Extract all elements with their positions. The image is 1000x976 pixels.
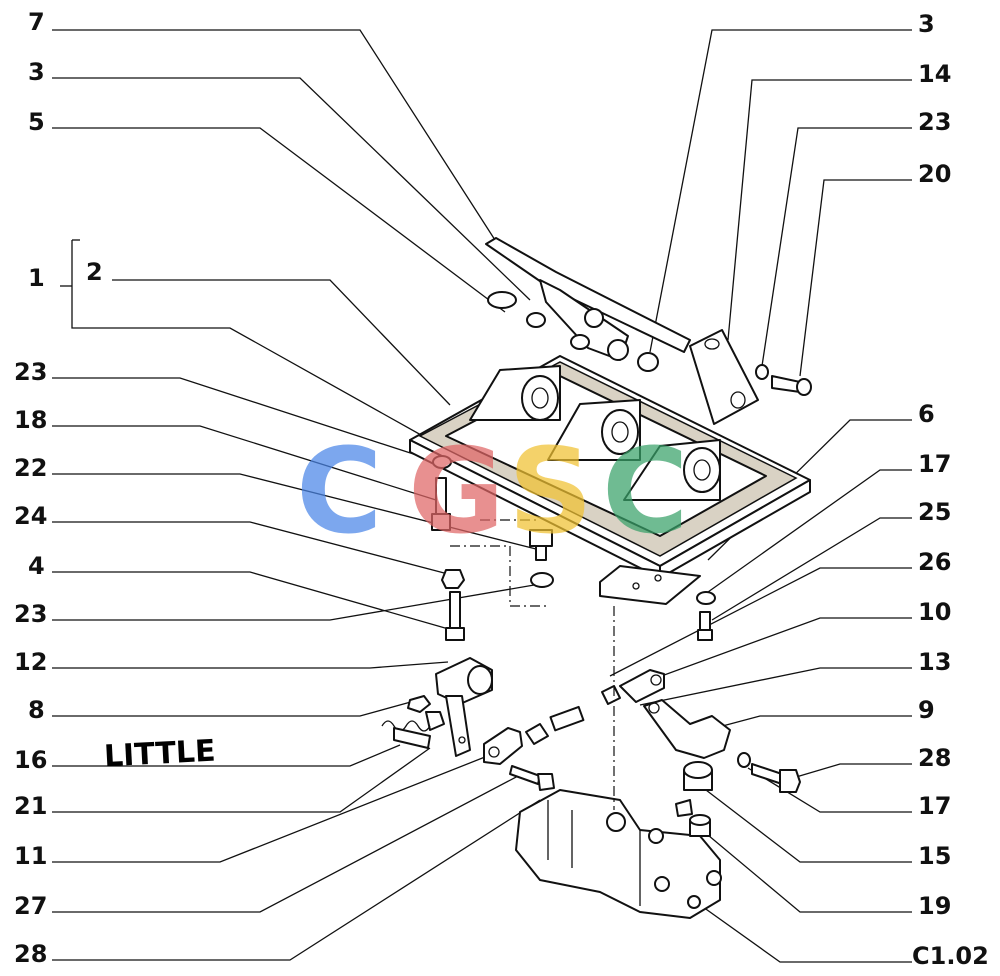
label-left-2: 3 <box>28 58 45 86</box>
label-right-6: 17 <box>918 450 951 478</box>
label-left-14: 16 <box>14 746 47 774</box>
master-cylinder <box>515 789 722 919</box>
watermark-letter-2: G <box>408 422 505 560</box>
label-left-6: 23 <box>14 358 47 386</box>
pedal-base-housing <box>409 355 811 605</box>
label-right-13: 17 <box>918 792 951 820</box>
label-left-1: 7 <box>28 8 45 36</box>
label-right-15: 19 <box>918 892 951 920</box>
label-right-11: 9 <box>918 696 935 724</box>
label-left-15: 21 <box>14 792 47 820</box>
right-fasteners <box>696 591 716 641</box>
watermark-letter-4: C <box>602 422 689 560</box>
label-right-7: 25 <box>918 498 951 526</box>
label-right-3: 23 <box>918 108 951 136</box>
left-fasteners <box>431 455 554 641</box>
bracket-plate <box>689 329 812 425</box>
label-right-4: 20 <box>918 160 951 188</box>
label-right-5: 6 <box>918 400 935 428</box>
rod-assembly <box>483 669 665 791</box>
label-left-18: 28 <box>14 940 47 968</box>
label-left-3: 5 <box>28 108 45 136</box>
label-left-7: 18 <box>14 406 47 434</box>
label-right-8: 26 <box>918 548 951 576</box>
label-right-1: 3 <box>918 10 935 38</box>
pedal-lever <box>485 237 691 372</box>
label-left-5: 2 <box>86 258 103 286</box>
watermark-letter-3: S <box>508 422 593 560</box>
lever-arm <box>381 657 493 757</box>
bellcrank <box>643 699 801 817</box>
handwritten-note: LITTLE <box>103 734 216 775</box>
label-left-10: 4 <box>28 552 45 580</box>
label-left-12: 12 <box>14 648 47 676</box>
label-right-16: C1.02 <box>912 942 989 970</box>
cgsc-watermark: C G S C <box>296 422 689 560</box>
watermark-letter-1: C <box>296 422 383 560</box>
label-right-10: 13 <box>918 648 951 676</box>
part-labels-left: 7 3 5 1 2 23 18 22 24 4 23 12 8 16 21 11… <box>14 8 103 968</box>
label-left-13: 8 <box>28 696 45 724</box>
label-right-2: 14 <box>918 60 951 88</box>
alignment-lines <box>450 519 615 810</box>
label-left-16: 11 <box>14 842 47 870</box>
label-right-14: 15 <box>918 842 951 870</box>
label-right-12: 28 <box>918 744 951 772</box>
label-left-11: 23 <box>14 600 47 628</box>
label-right-9: 10 <box>918 598 951 626</box>
label-left-8: 22 <box>14 454 47 482</box>
leader-lines-right <box>609 29 912 963</box>
label-left-4: 1 <box>28 264 45 292</box>
part-labels-right: 3 14 23 20 6 17 25 26 10 13 9 28 17 15 1… <box>912 10 989 970</box>
leader-lines-left <box>52 29 541 961</box>
label-left-9: 24 <box>14 502 47 530</box>
label-left-17: 27 <box>14 892 47 920</box>
